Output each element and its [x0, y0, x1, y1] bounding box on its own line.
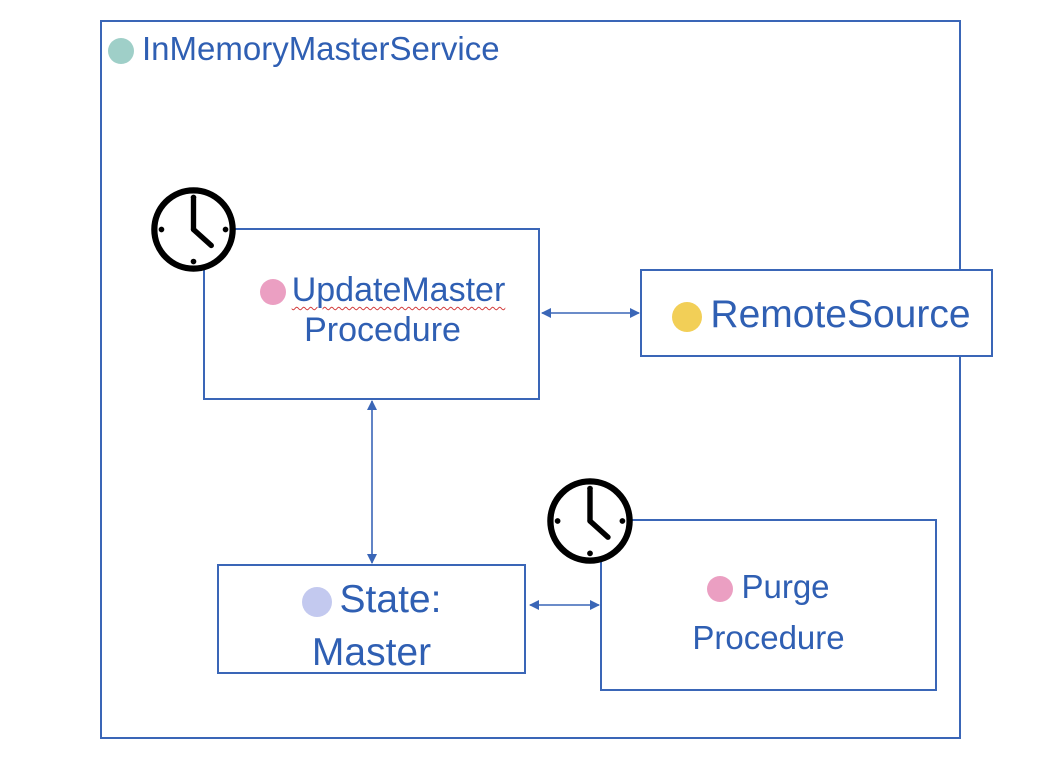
state-master-line1: State:: [339, 578, 442, 621]
service-title: InMemoryMasterService: [108, 30, 500, 68]
service-title-text: InMemoryMasterService: [142, 30, 500, 67]
purge-line1: Purge: [741, 568, 830, 605]
state-master-label: State: Master: [219, 574, 524, 679]
remote-source-text: RemoteSource: [710, 293, 971, 336]
update-master-dot: [259, 279, 286, 306]
clock-icon: [151, 187, 236, 272]
service-container: InMemoryMasterService: [100, 20, 961, 739]
purge-procedure-node[interactable]: Purge Procedure: [600, 519, 937, 691]
remote-source-label: RemoteSource: [652, 292, 991, 338]
remote-source-dot: [672, 301, 703, 332]
remote-source-node[interactable]: RemoteSource: [640, 269, 993, 357]
update-master-procedure-node[interactable]: UpdateMaster Procedure: [203, 228, 540, 400]
update-master-label: UpdateMaster Procedure: [227, 270, 538, 350]
state-master-dot: [301, 586, 332, 617]
clock-icon: [547, 478, 633, 564]
state-master-node[interactable]: State: Master: [217, 564, 526, 674]
purge-procedure-label: Purge Procedure: [602, 561, 935, 663]
update-master-line1: UpdateMaster: [291, 271, 506, 309]
update-master-line2: Procedure: [304, 311, 461, 350]
purge-dot: [707, 576, 734, 603]
state-master-line2: Master: [311, 630, 432, 674]
purge-line2: Procedure: [692, 619, 845, 657]
service-status-dot: [108, 38, 134, 65]
